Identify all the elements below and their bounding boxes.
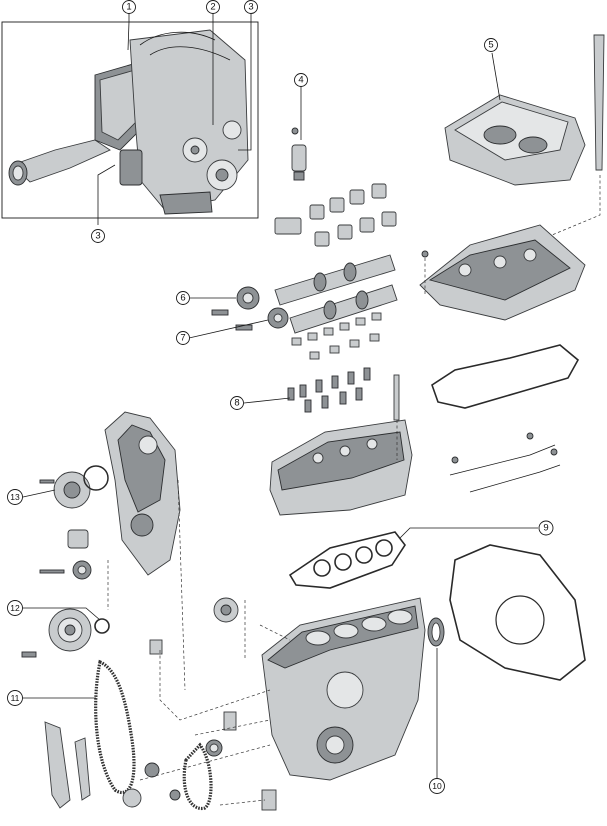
callout-3-top: 3 [244,0,258,14]
water-pump-gasket [83,465,109,491]
cylinder-head [269,419,413,516]
assembled-engine [8,29,249,215]
leader-lines [22,12,538,778]
callout-13: 13 [7,489,23,505]
callout-4: 4 [294,73,308,87]
timing-chain [94,659,136,794]
camshafts [274,254,398,334]
svg-text:4: 4 [298,75,303,86]
callout-11: 11 [7,690,23,706]
svg-text:1: 1 [126,2,131,13]
ignition-harness [449,432,561,493]
svg-text:11: 11 [11,693,20,703]
oil-dipstick [593,34,605,171]
callout-8: 8 [230,396,244,410]
callout-3-inset: 3 [91,229,105,243]
svg-text:13: 13 [10,492,20,502]
cylinder-head-cover [419,224,586,321]
svg-text:7: 7 [180,333,185,344]
svg-text:6: 6 [180,293,185,304]
svg-text:2: 2 [210,2,215,13]
head-gasket [288,531,406,589]
water-pump [53,471,91,509]
chain-tensioner [67,529,92,580]
svg-text:10: 10 [432,781,442,791]
rocker-arms [291,312,382,360]
rear-plate-gasket [449,544,586,681]
crankshaft-pulley [48,608,92,652]
callout-12: 12 [7,600,23,616]
svg-text:5: 5 [488,40,493,51]
timing-chain-cover [104,411,181,576]
callout-7: 7 [176,331,190,345]
engine-cover [444,94,586,186]
svg-text:3: 3 [248,2,253,13]
chain-guide-left [44,721,71,809]
callout-6: 6 [176,291,190,305]
camshaft-caps [274,183,397,247]
svg-text:8: 8 [234,398,239,409]
head-bolt [393,374,400,421]
svg-text:3: 3 [95,231,100,242]
head-cover-gasket [431,344,580,409]
chain-guide-right [74,737,91,801]
callout-1: 1 [122,0,136,14]
svg-text:9: 9 [543,523,548,534]
callout-5: 5 [484,38,498,52]
front-oil-seal [94,618,110,634]
valve-springs [287,367,371,413]
callout-9: 9 [538,520,554,536]
callout-2: 2 [206,0,220,14]
oil-control-valve [291,127,307,181]
svg-text:12: 12 [10,603,20,613]
cylinder-block [261,597,426,781]
callout-10: 10 [429,778,445,794]
inset-frame [1,21,259,219]
